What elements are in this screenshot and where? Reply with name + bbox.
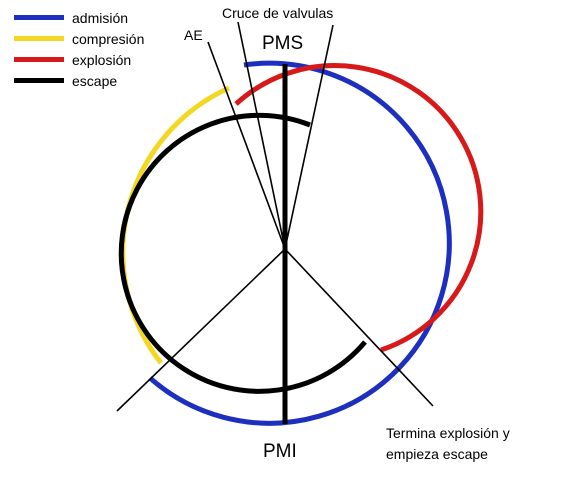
end-explosion-label: Termina explosión y empieza escape — [386, 423, 510, 465]
end-explosion-label-line1: Termina explosión y — [386, 425, 510, 441]
pmi-label: PMI — [263, 441, 297, 462]
legend-label-compresion: compresión — [72, 30, 145, 47]
legend-swatch-explosion — [14, 57, 64, 62]
valve-overlap-label: Cruce de valvulas — [222, 5, 334, 21]
legend-swatch-admision — [14, 15, 64, 20]
legend-item-admision: admisión — [14, 7, 144, 28]
legend-item-compresion: compresión — [14, 28, 144, 49]
valve-overlap-line-right — [284, 24, 334, 250]
legend-item-explosion: explosión — [14, 49, 144, 70]
legend-swatch-compresion — [14, 36, 64, 41]
pms-label: PMS — [262, 33, 304, 54]
legend-label-escape: escape — [72, 72, 118, 89]
legend-label-explosion: explosión — [72, 51, 132, 68]
admision-arc — [148, 60, 452, 426]
end-explosion-line — [284, 248, 434, 407]
legend: admisión compresión explosión escape — [14, 7, 144, 91]
ae-label: AE — [184, 27, 203, 43]
valve-overlap-line-left — [237, 21, 286, 250]
legend-item-escape: escape — [14, 70, 144, 91]
end-explosion-label-line2: empieza escape — [386, 446, 488, 462]
escape-arc — [118, 112, 367, 394]
explosion-arc — [234, 63, 484, 353]
legend-swatch-escape — [14, 78, 64, 83]
legend-label-admision: admisión — [72, 9, 129, 26]
ae-line — [207, 41, 286, 250]
lower-left-line — [116, 248, 286, 412]
